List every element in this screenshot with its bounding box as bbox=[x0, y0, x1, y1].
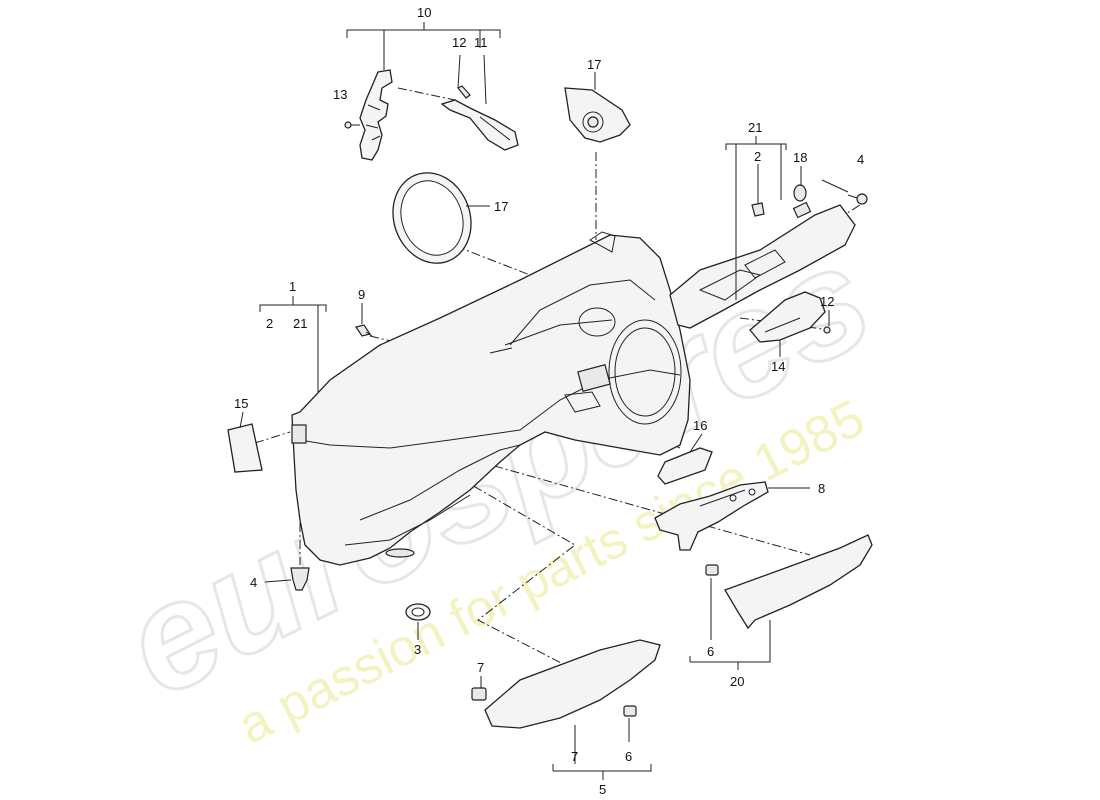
callout-7: 7 bbox=[477, 660, 484, 675]
callout-4: 4 bbox=[250, 575, 257, 590]
door-pull-cover bbox=[657, 447, 713, 485]
callout-14: 14 bbox=[771, 359, 785, 374]
grommet bbox=[405, 603, 431, 621]
callout-4: 4 bbox=[857, 152, 864, 167]
callout-16: 16 bbox=[693, 418, 707, 433]
callout-2: 2 bbox=[754, 149, 761, 164]
callout-labels: 10 12 11 13 17 17 21 2 18 4 1 2 21 9 12 … bbox=[234, 5, 864, 797]
callout-12: 12 bbox=[820, 294, 834, 309]
callout-13: 13 bbox=[333, 87, 347, 102]
callout-17: 17 bbox=[587, 57, 601, 72]
callout-18: 18 bbox=[793, 150, 807, 165]
callout-8: 8 bbox=[818, 481, 825, 496]
callout-7: 7 bbox=[571, 749, 578, 764]
door-trim-panel bbox=[291, 231, 691, 566]
armrest-pad bbox=[471, 639, 661, 729]
end-cap-cover bbox=[227, 423, 263, 473]
callout-9: 9 bbox=[358, 287, 365, 302]
callout-10: 10 bbox=[417, 5, 431, 20]
callout-15: 15 bbox=[234, 396, 248, 411]
callout-12: 12 bbox=[452, 35, 466, 50]
screw bbox=[290, 567, 310, 591]
callout-6: 6 bbox=[707, 644, 714, 659]
callout-5: 5 bbox=[599, 782, 606, 797]
trim-strip bbox=[705, 534, 873, 630]
switch-panel bbox=[669, 184, 868, 329]
callout-1: 1 bbox=[289, 279, 296, 294]
strap-pin bbox=[457, 85, 471, 99]
leader-lines bbox=[239, 22, 849, 780]
pull-strap bbox=[440, 99, 519, 151]
callout-17: 17 bbox=[494, 199, 508, 214]
callout-3: 3 bbox=[414, 642, 421, 657]
callout-21: 21 bbox=[293, 316, 307, 331]
speaker-ring bbox=[392, 172, 472, 264]
tweeter-cover bbox=[564, 87, 631, 143]
door-pull-handle bbox=[654, 481, 769, 551]
armrest-cover bbox=[749, 291, 831, 343]
callout-6: 6 bbox=[625, 749, 632, 764]
callout-2: 2 bbox=[266, 316, 273, 331]
inner-door-handle-mechanism bbox=[344, 69, 393, 161]
callout-20: 20 bbox=[730, 674, 744, 689]
bolt bbox=[355, 324, 373, 337]
callout-21: 21 bbox=[748, 120, 762, 135]
callout-11: 11 bbox=[474, 35, 488, 50]
